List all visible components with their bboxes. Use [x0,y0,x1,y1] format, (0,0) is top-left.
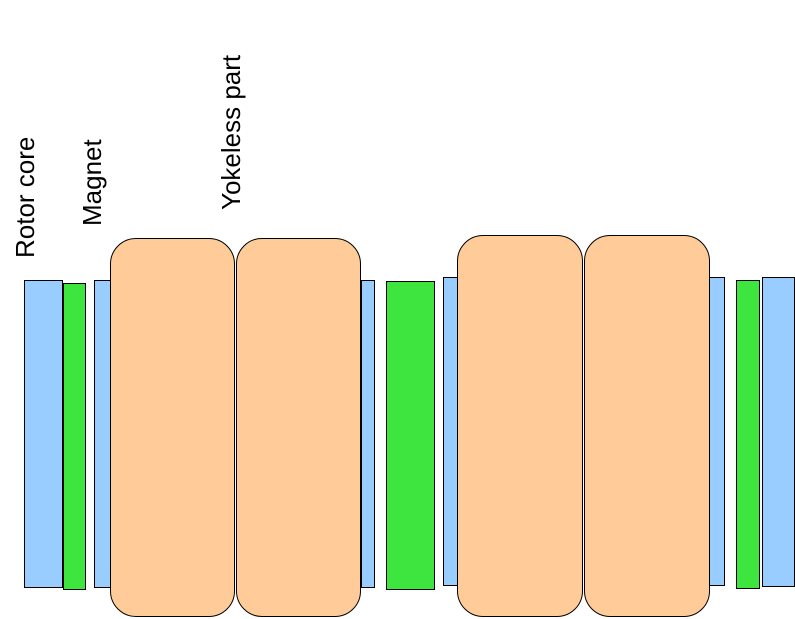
stator-core-strip-4 [709,277,725,586]
rotor-core-right [762,277,795,587]
yokeless-segment-1 [110,238,235,617]
yokeless-segment-3 [457,235,583,617]
yokeless-segment-2 [236,238,361,617]
yokeless-part-label: Yokeless part [216,54,246,210]
rotor-core-left [24,280,63,588]
rotor-core-label: Rotor core [10,136,40,258]
magnet-right [736,280,760,589]
magnet-center [386,281,435,590]
yokeless-segment-4 [584,235,710,617]
magnet-label: Magnet [77,139,107,226]
magnet-left [63,283,86,590]
stator-core-strip-2 [361,280,375,588]
